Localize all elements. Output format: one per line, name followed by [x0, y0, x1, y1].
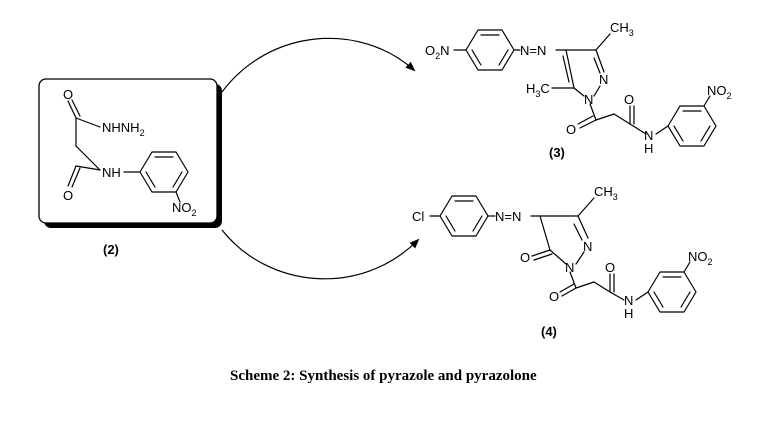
arrow-to-compound-3 — [221, 37, 416, 93]
compound-4-ring-n: N — [583, 239, 592, 254]
compound-4-oxygen-a: O — [605, 260, 615, 275]
compound-3-ring-n1: N — [584, 92, 593, 107]
compound-2-oxygen-bottom: O — [63, 188, 73, 203]
compound-3-azo: N=N — [520, 43, 546, 58]
arrow-to-compound-4 — [221, 229, 420, 280]
compound-3-methyl-left: H3C — [526, 81, 550, 99]
compound-2: O NHNH2 NH O NO2 (2) — [38, 78, 222, 257]
compound-3-bonds — [453, 29, 717, 147]
compound-3-amide-n: N — [644, 128, 653, 143]
compound-3-methyl-top: CH3 — [610, 20, 634, 38]
compound-3-oxygen-b: O — [566, 122, 576, 137]
compound-4-ring-n1: N — [565, 260, 574, 275]
compound-4-amide-n: N — [624, 293, 633, 308]
compound-3: O2N N=N CH3 H3C N N O O N H NO2 (3) — [425, 20, 732, 160]
compound-4-nitro: NO2 — [688, 249, 713, 267]
compound-2-label: (2) — [103, 242, 119, 257]
scheme-caption: Scheme 2: Synthesis of pyrazole and pyra… — [230, 368, 537, 384]
compound-4-methyl: CH3 — [594, 184, 618, 202]
compound-2-oxygen-top: O — [63, 87, 73, 102]
compound-4: Cl N=N CH3 N N O O O N H NO2 (4) — [412, 184, 713, 339]
compound-2-amide-label: NH — [102, 165, 121, 180]
compound-4-oxygen-b: O — [549, 289, 559, 304]
compound-2-hydrazide-label: NHNH2 — [102, 120, 145, 138]
compound-3-nitro-left: O2N — [425, 43, 450, 61]
compound-4-chloro: Cl — [412, 209, 424, 224]
compound-3-oxygen-a: O — [624, 92, 634, 107]
compound-4-label: (4) — [541, 324, 557, 339]
compound-3-amide-h: H — [644, 141, 653, 156]
compound-4-oxygen-ring: O — [520, 250, 530, 265]
reaction-arrows — [221, 37, 420, 280]
compound-4-azo: N=N — [495, 209, 521, 224]
compound-4-amide-h: H — [624, 306, 633, 321]
compound-3-ring-n: N — [599, 72, 608, 87]
compound-3-nitro-right: NO2 — [707, 83, 732, 101]
compound-2-nitro-label: NO2 — [172, 200, 197, 218]
compound-4-bonds — [429, 195, 697, 313]
compound-3-label: (3) — [549, 145, 565, 160]
compound-2-bonds — [67, 99, 189, 203]
